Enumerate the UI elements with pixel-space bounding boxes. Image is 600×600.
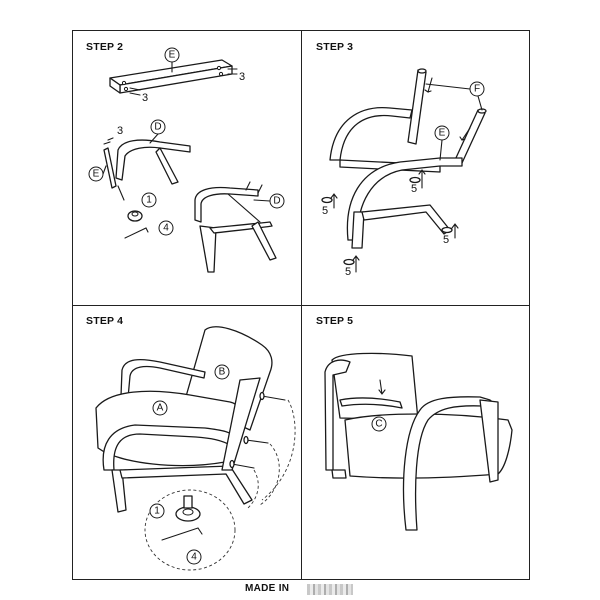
label-D: D [273,196,280,207]
step3-illustration: F E 5 5 5 5 [321,68,487,278]
footer-made-in: MADE IN [245,583,290,594]
label-E: E [93,169,100,180]
label-F: F [474,84,480,95]
step5-illustration: C [324,352,513,531]
label-E: E [439,128,446,139]
cap-number: 5 [322,205,328,217]
allen-key-number: 4 [163,223,169,234]
washer-number: 1 [146,195,152,206]
allen-key-number: 4 [191,552,197,563]
label-A: A [157,403,164,414]
label-D: D [154,122,161,133]
step-4-title: STEP 4 [86,315,124,327]
bolt-number: 3 [239,71,245,83]
step-2-title: STEP 2 [86,41,124,53]
label-B: B [219,367,226,378]
step-5-title: STEP 5 [316,315,354,327]
label-E: E [169,50,176,61]
step4-illustration: B A 1 4 [95,326,296,571]
cap-number: 5 [345,266,351,278]
bolt-number: 3 [142,92,148,104]
horizontal-divider [72,305,530,306]
step2-illustration: E 3 3 3 D E 1 4 D [88,47,285,273]
label-E-circle [164,47,180,63]
step-3-title: STEP 3 [316,41,354,53]
cap-number: 5 [443,234,449,246]
censored-country-blur [307,584,353,595]
cap-number: 5 [411,183,417,195]
label-C: C [375,419,382,430]
washer-number: 1 [154,506,160,517]
bolt-number: 3 [117,125,123,137]
